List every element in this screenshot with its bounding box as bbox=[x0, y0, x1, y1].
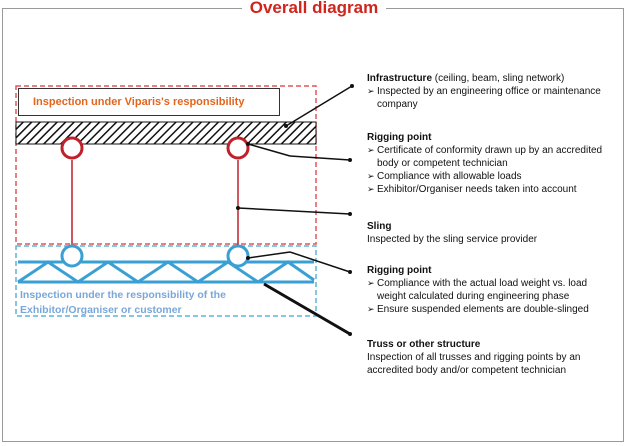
annotation-rigging-point-2: Rigging point Compliance with the actual… bbox=[367, 264, 617, 316]
annotation-infrastructure: Infrastructure (ceiling, beam, sling net… bbox=[367, 72, 617, 111]
ceiling-beam bbox=[15, 121, 317, 145]
annotation-truss-text: Inspection of all trusses and rigging po… bbox=[367, 352, 581, 376]
annotation-sling-text: Inspected by the sling service provider bbox=[367, 234, 538, 245]
diagram-title: Overall diagram bbox=[0, 0, 628, 18]
annotation-rigging-point-2-heading: Rigging point bbox=[367, 265, 432, 276]
rigging-point-upper-left bbox=[60, 136, 84, 160]
annotation-rigging-point-1-item: Compliance with allowable loads bbox=[367, 170, 617, 183]
leader-sling bbox=[237, 207, 351, 215]
annotation-rigging-point-2-item: Ensure suspended elements are double-sli… bbox=[367, 303, 617, 316]
leader-rigging-point-1 bbox=[247, 143, 291, 157]
annotation-sling: Sling Inspected by the sling service pro… bbox=[367, 220, 617, 246]
rigging-point-lower-right bbox=[226, 244, 250, 268]
annotation-rigging-point-1-item: Certificate of conformity drawn up by an… bbox=[367, 144, 617, 170]
exhibitor-zone-label-line1: Inspection under the responsibility of t… bbox=[20, 289, 226, 301]
exhibitor-zone-label: Inspection under the responsibility of t… bbox=[20, 288, 290, 318]
rigging-point-lower-left bbox=[60, 244, 84, 268]
annotation-truss-heading: Truss or other structure bbox=[367, 339, 481, 350]
annotation-rigging-point-2-item: Compliance with the actual load weight v… bbox=[367, 277, 617, 303]
leader-truss bbox=[263, 282, 351, 336]
leader-rigging-point-2 bbox=[247, 251, 291, 259]
rigging-point-upper-right bbox=[226, 136, 250, 160]
exhibitor-zone-border bbox=[15, 245, 317, 317]
annotation-infrastructure-item: Inspected by an engineering office or ma… bbox=[367, 85, 617, 111]
annotation-rigging-point-1-heading: Rigging point bbox=[367, 132, 432, 143]
viparis-zone-border bbox=[15, 85, 317, 245]
leader-infrastructure bbox=[285, 85, 353, 127]
annotation-rigging-point-1-item: Exhibitor/Organiser needs taken into acc… bbox=[367, 183, 617, 196]
annotation-sling-heading: Sling bbox=[367, 221, 392, 232]
viparis-zone-label: Inspection under Viparis's responsibilit… bbox=[18, 88, 280, 116]
annotation-rigging-point-1: Rigging point Certificate of conformity … bbox=[367, 131, 617, 196]
annotation-infrastructure-heading-rest: (ceiling, beam, sling network) bbox=[432, 73, 565, 84]
truss-structure bbox=[17, 260, 315, 284]
annotation-truss: Truss or other structure Inspection of a… bbox=[367, 338, 617, 377]
exhibitor-zone-label-line2: Exhibitor/Organiser or customer bbox=[20, 304, 182, 316]
annotation-infrastructure-heading: Infrastructure bbox=[367, 73, 433, 84]
